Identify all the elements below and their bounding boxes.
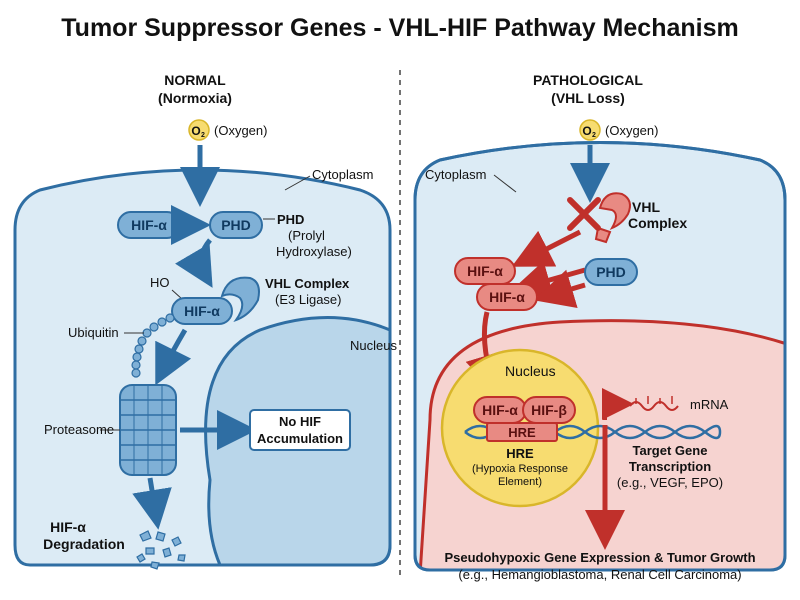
pathological-phd-arrow-2 [533,269,586,309]
degradation-label-2: Degradation [43,536,125,552]
svg-text:HIF-α: HIF-α [482,402,518,418]
svg-text:O: O [582,124,591,138]
svg-text:O: O [191,124,200,138]
pathological-phd [584,258,638,286]
normal-subheading: (Normoxia) [158,90,232,106]
pathological-vhl-title-2: Complex [628,215,687,231]
page-title: Tumor Suppressor Genes - VHL-HIF Pathway… [61,14,739,42]
normal-heading: NORMAL [164,72,226,88]
normal-vhl-title: VHL Complex [265,276,350,291]
svg-text:HIF-α: HIF-α [131,217,167,233]
normal-oxygen-label: (Oxygen) [214,123,267,138]
pathological-panel: PATHOLOGICAL (VHL Loss) O 2 (Oxygen) Cyt… [413,72,787,582]
svg-text:PHD: PHD [596,264,626,280]
svg-text:Accumulation: Accumulation [257,431,343,446]
svg-text:HRE: HRE [508,425,536,440]
normal-nucleus-label: Nucleus [350,338,397,353]
hre-box [486,422,558,442]
svg-text:2: 2 [592,132,596,139]
normal-hydroxylation-arrow [175,238,213,288]
hre-desc-1: (Hypoxia Response [472,463,568,475]
hre-desc-2: Element) [498,476,542,488]
svg-text:PHD: PHD [221,217,251,233]
pathological-nucleus-label: Nucleus [505,363,556,379]
broken-vhl-icon [567,192,631,244]
mrna-label: mRNA [690,397,729,412]
normal-panel: NORMAL (Normoxia) O 2 (Oxygen) Nucleus C… [13,72,397,570]
svg-text:No HIF: No HIF [279,414,321,429]
pathological-hif-alpha-2 [476,283,538,311]
hre-title: HRE [506,446,534,461]
normal-phd-desc-2: Hydroxylase) [276,244,352,259]
no-hif-accumulation-box [249,409,351,451]
target-gene-title-2: Transcription [629,459,711,474]
svg-text:HIF-α: HIF-α [467,263,503,279]
normal-cytoplasm-label: Cytoplasm [312,167,373,182]
degradation-label-1: HIF-α [50,519,86,535]
pathological-subheading: (VHL Loss) [551,90,625,106]
pathological-oxygen-label: (Oxygen) [605,123,658,138]
pathological-vhl-title-1: VHL [632,199,660,215]
svg-text:HIF-β: HIF-β [531,402,567,418]
ubiquitin-label: Ubiquitin [68,325,119,340]
pathological-cytoplasm-label: Cytoplasm [425,167,486,182]
outcome-desc: (e.g., Hemangioblastoma, Renal Cell Carc… [458,567,741,582]
oxygen-icon: O 2 [188,119,210,141]
normal-to-proteasome-arrow [155,328,192,386]
pathological-heading: PATHOLOGICAL [533,72,643,88]
svg-text:HIF-α: HIF-α [489,289,525,305]
svg-text:HIF-α: HIF-α [184,303,220,319]
oxygen-icon: O 2 [579,119,601,141]
normal-vhl-desc: (E3 Ligase) [275,292,341,307]
mrna-icon [629,396,679,411]
vhl-complex-icon [220,276,260,323]
outcome-title: Pseudohypoxic Gene Expression & Tumor Gr… [444,550,755,565]
degradation-fragments-icon [136,530,186,570]
normal-ho-label: HO [150,275,170,290]
transcription-start-arrow [602,388,634,420]
normal-phd-desc-1: (Prolyl [288,228,325,243]
pathological-vhl-arrow [511,229,582,267]
normal-hydroxylated-hif [171,297,233,325]
proteasome-label: Proteasome [44,422,114,437]
target-gene-title-1: Target Gene [633,443,708,458]
ubiquitin-chain-icon [131,313,175,378]
svg-text:2: 2 [201,132,205,139]
normal-phd-title: PHD [277,212,304,227]
normal-phd [209,211,263,239]
target-gene-desc: (e.g., VEGF, EPO) [617,475,723,490]
proteasome-icon [119,384,177,476]
degradation-arrow [132,477,172,530]
